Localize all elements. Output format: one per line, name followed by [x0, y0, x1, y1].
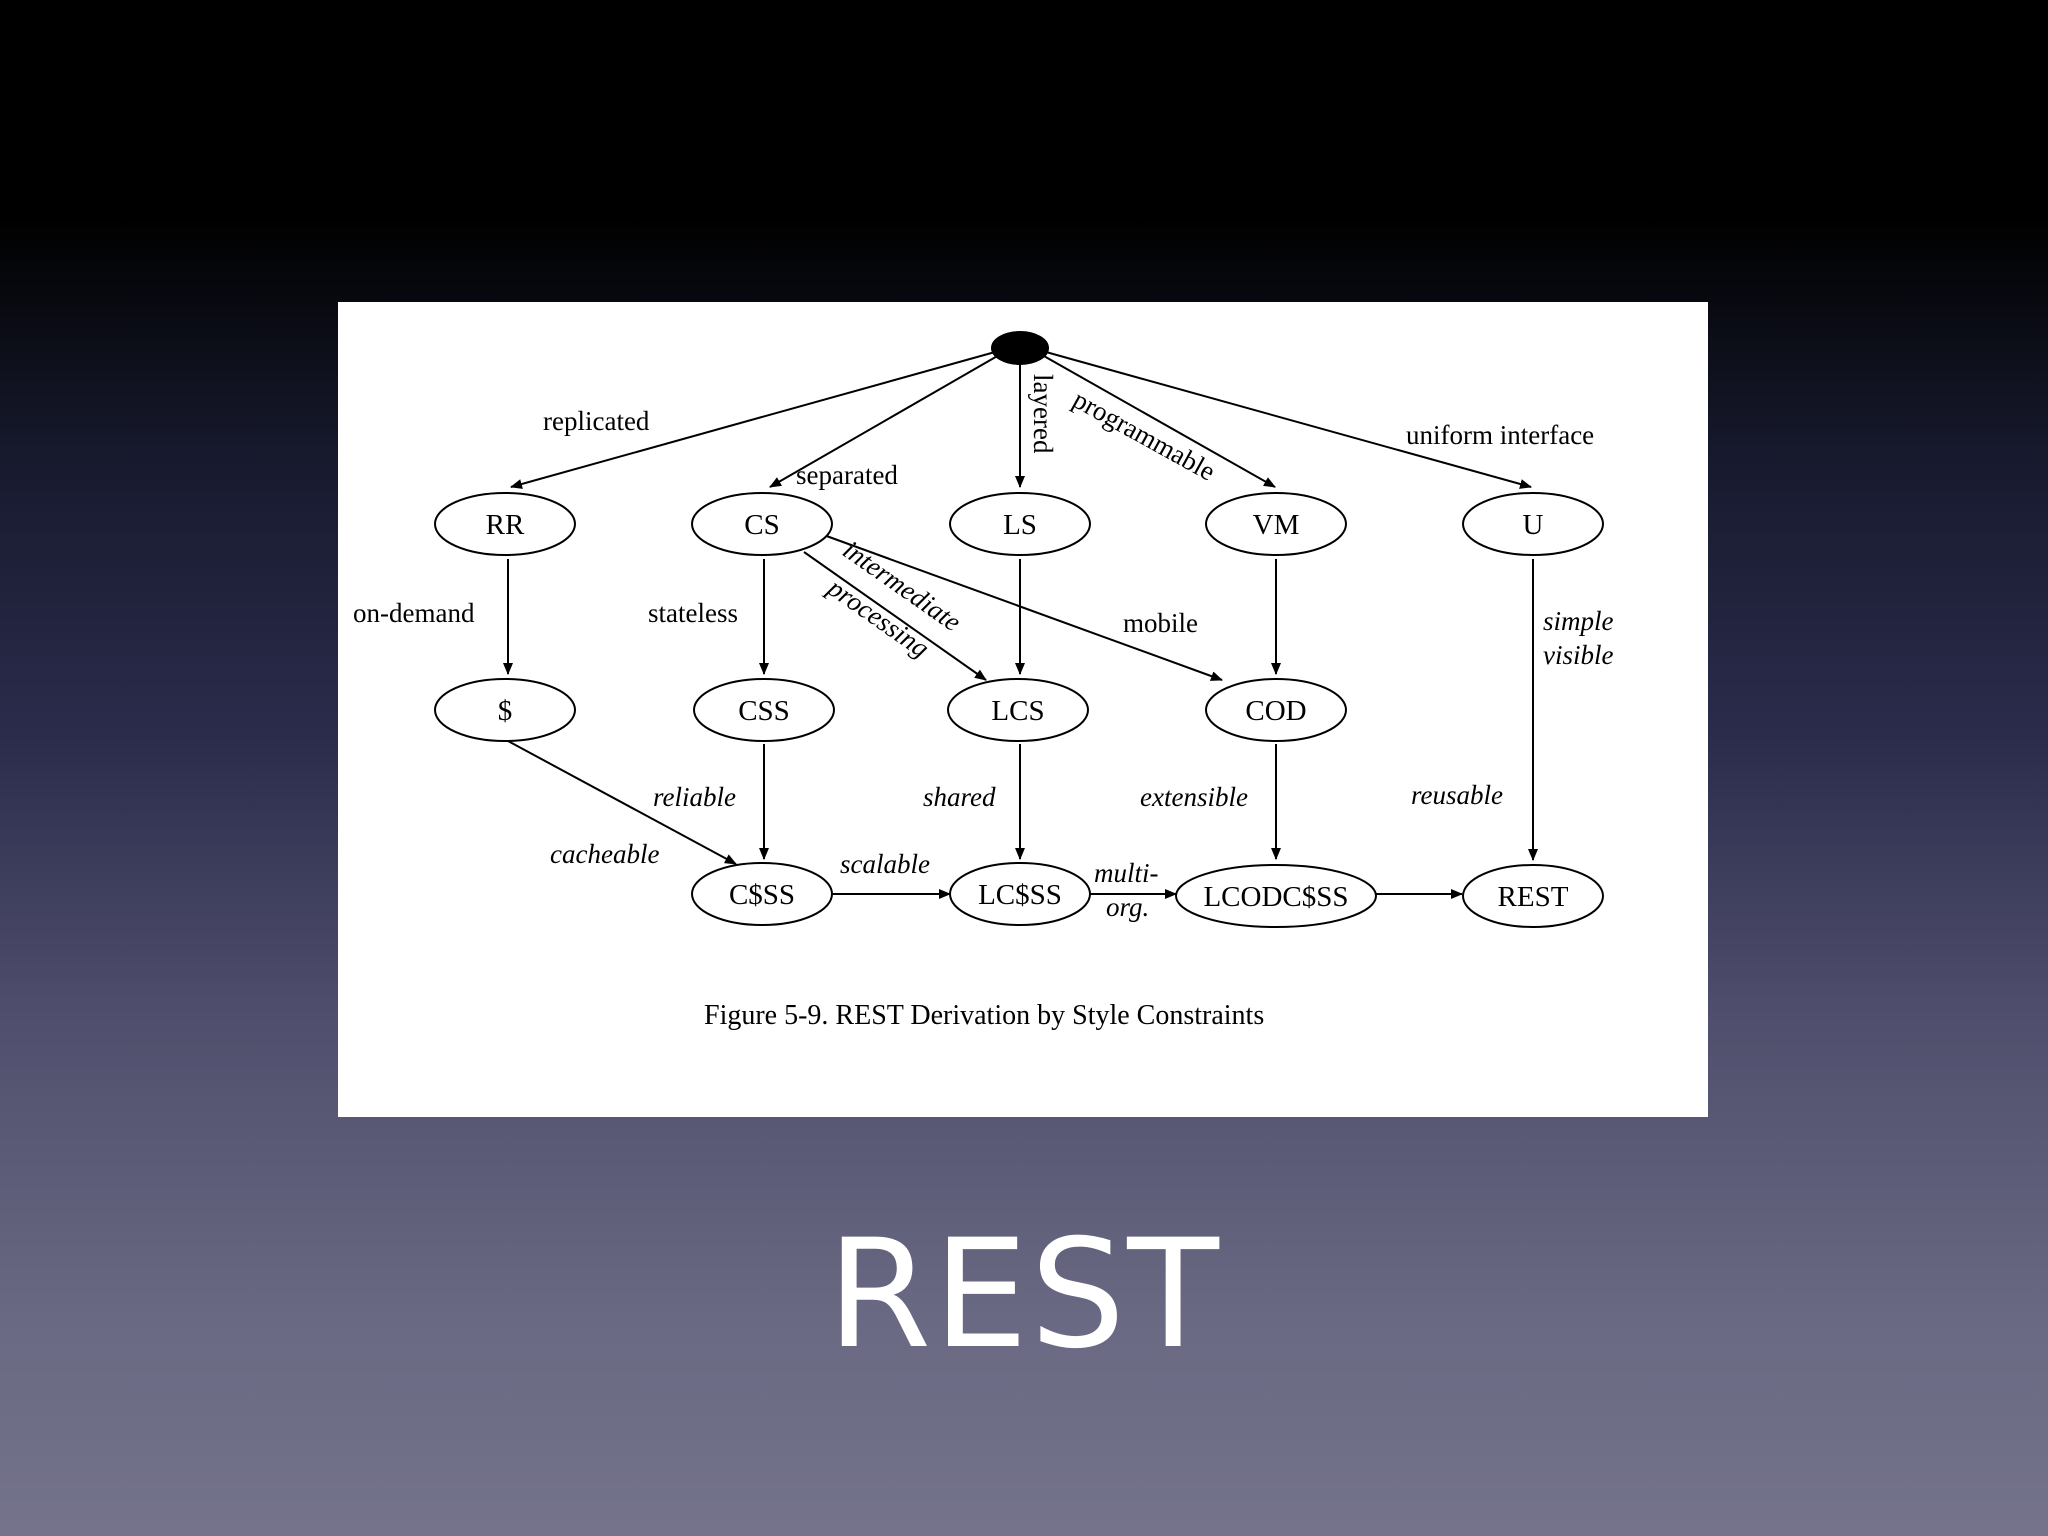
node-rest: REST [1498, 881, 1569, 913]
node-ls: LS [1003, 509, 1037, 541]
label-uniform-interface: uniform interface [1406, 420, 1594, 450]
node-c_ss-shape [691, 862, 833, 926]
label-programmable: programmable [1068, 384, 1220, 487]
edge-root-cs [769, 346, 1014, 488]
node-cache: $ [498, 695, 513, 727]
node-root [991, 331, 1049, 365]
label-shared: shared [923, 782, 996, 812]
label-multi: multi- [1094, 858, 1159, 888]
node-ls-shape [949, 492, 1091, 556]
rest-derivation-diagram: RR CS LS VM U $ CSS LCS COD C$SS LC$SS L… [353, 331, 1614, 1031]
node-vm: VM [1253, 509, 1300, 541]
node-vm-shape [1205, 492, 1347, 556]
label-reusable: reusable [1411, 780, 1503, 810]
node-lcs-shape [947, 678, 1089, 742]
node-labels: RR CS LS VM U $ CSS LCS COD C$SS LC$SS L… [486, 509, 1569, 913]
node-lcodc_ss: LCODC$SS [1203, 881, 1348, 913]
label-cacheable: cacheable [550, 839, 659, 869]
label-separated: separated [796, 460, 898, 490]
edges [503, 346, 1538, 899]
label-visible: visible [1543, 640, 1613, 670]
node-u: U [1523, 509, 1544, 541]
label-mobile: mobile [1123, 608, 1198, 638]
node-lc_ss: LC$SS [978, 879, 1062, 911]
edge-cs-cod [809, 529, 1223, 681]
node-cs: CS [744, 509, 779, 541]
edge-root-vm [1027, 346, 1276, 488]
label-org: org. [1106, 892, 1149, 922]
label-reliable: reliable [653, 782, 736, 812]
node-rest-shape [1462, 864, 1604, 928]
edge-labels: replicated separated layered programmabl… [353, 374, 1614, 922]
node-cs-shape [691, 492, 833, 556]
node-lcodc_ss-shape [1175, 864, 1377, 928]
node-css-shape [693, 678, 835, 742]
node-cache-shape [434, 678, 576, 742]
figure-caption: Figure 5-9. REST Derivation by Style Con… [704, 1000, 1264, 1031]
nodes [434, 331, 1604, 928]
figure-panel: RR CS LS VM U $ CSS LCS COD C$SS LC$SS L… [338, 302, 1708, 1117]
edge-root-rr [510, 346, 1014, 489]
label-extensible: extensible [1140, 782, 1248, 812]
node-cod: COD [1245, 695, 1306, 727]
label-scalable: scalable [840, 849, 930, 879]
node-lcs: LCS [991, 695, 1044, 727]
label-on-demand: on-demand [353, 598, 475, 628]
edge-root-u [1027, 346, 1532, 489]
node-rr-shape [434, 492, 576, 556]
label-layered: layered [1028, 374, 1058, 454]
label-stateless: stateless [648, 598, 738, 628]
node-css: CSS [738, 695, 790, 727]
node-rr: RR [486, 509, 525, 541]
edge-cs-lcs [803, 551, 987, 681]
node-u-shape [1462, 492, 1604, 556]
edge-cache-c_ss [507, 740, 737, 865]
node-cod-shape [1205, 678, 1347, 742]
node-c_ss: C$SS [729, 879, 795, 911]
slide-title: REST [827, 1208, 1221, 1382]
label-replicated: replicated [543, 406, 650, 436]
node-lc_ss-shape [949, 862, 1091, 926]
label-simple: simple [1543, 606, 1614, 636]
